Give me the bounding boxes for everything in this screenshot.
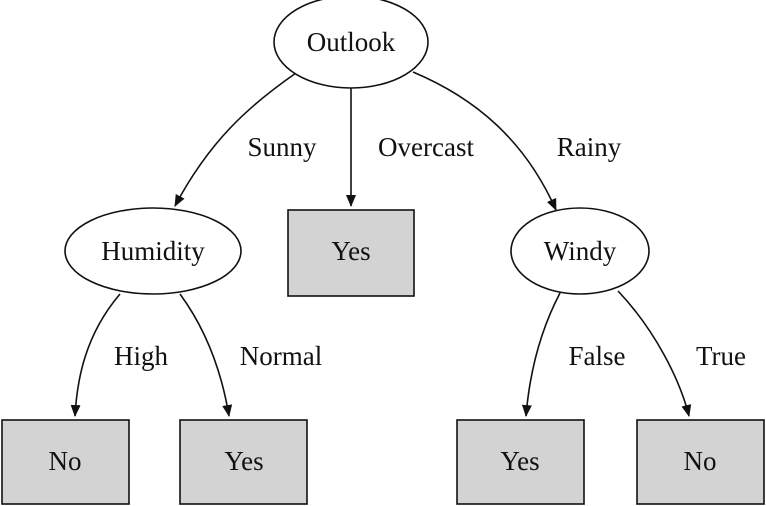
leaf-high-no: No [1,419,130,505]
edge-label-false: False [569,341,626,371]
leaf-overcast-yes: Yes [287,209,415,297]
humidity-node: Humidity [64,207,242,295]
leaf-normal-label: Yes [224,446,263,476]
leaf-true-no: No [636,419,765,505]
leaf-true-label: No [684,446,717,476]
leaf-false-label: Yes [500,446,539,476]
edge-label-overcast: Overcast [378,132,474,162]
edge-high [70,293,121,417]
edge-label-normal: Normal [240,341,322,371]
edge-rainy [412,71,557,211]
leaf-overcast-label: Yes [331,236,370,266]
edge-normal [179,293,233,417]
leaf-high-label: No [49,446,82,476]
edge-sunny [174,72,297,207]
outlook-node: Outlook [273,0,429,89]
windy-node: Windy [510,207,650,295]
outlook-label: Outlook [307,27,396,57]
edge-true [617,290,692,417]
humidity-label: Humidity [101,236,205,266]
edge-label-true: True [696,341,746,371]
edge-label-rainy: Rainy [557,132,622,162]
edge-label-high: High [114,341,169,371]
windy-label: Windy [544,236,617,266]
edge-false [521,292,561,417]
leaf-normal-yes: Yes [179,419,308,505]
leaf-false-yes: Yes [456,419,585,505]
edge-label-sunny: Sunny [247,132,317,162]
